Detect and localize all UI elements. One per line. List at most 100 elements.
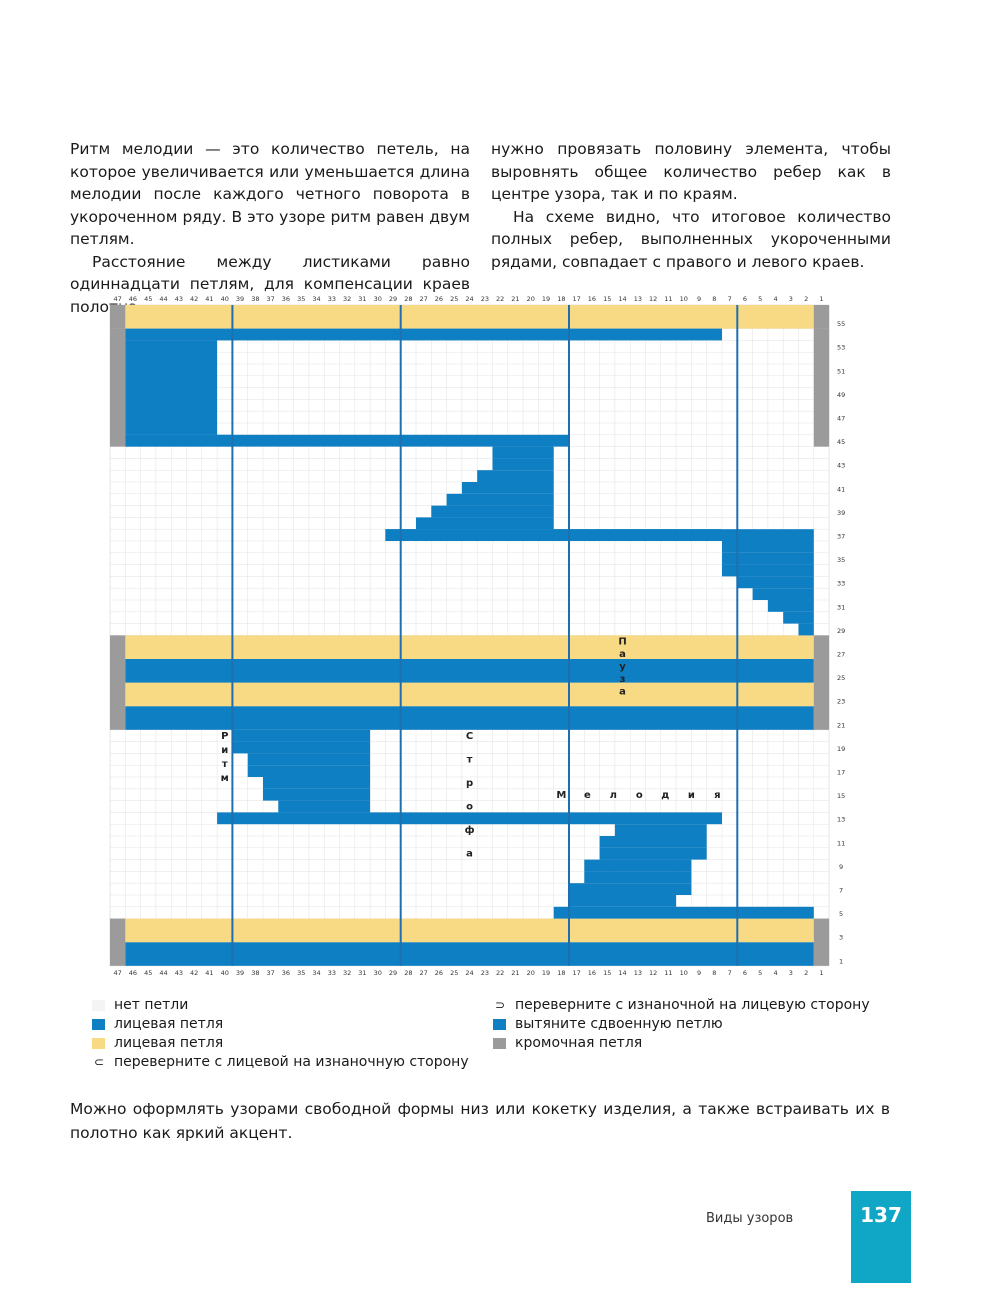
annotation-rhythm-letter: м <box>221 773 229 784</box>
column-label-top: 22 <box>496 295 504 303</box>
row-label-right: 19 <box>837 745 845 753</box>
legend-item: лицевая петля <box>92 1034 469 1053</box>
column-label-bottom: 12 <box>649 969 657 977</box>
column-label-top: 45 <box>144 295 152 303</box>
row-label-right: 7 <box>839 887 843 895</box>
column-label-bottom: 27 <box>420 969 428 977</box>
double-stitch-swatch <box>493 1019 506 1030</box>
column-label-top: 30 <box>374 295 382 303</box>
leaf-right-row <box>767 600 814 612</box>
footer-section-title: Виды узоров <box>706 1211 794 1226</box>
column-label-top: 20 <box>527 295 535 303</box>
annotation-strophe-letter: С <box>466 731 473 742</box>
annotation-melody-letter: М <box>556 790 566 801</box>
column-label-top: 27 <box>420 295 428 303</box>
row-label-right: 55 <box>837 320 845 328</box>
column-label-bottom: 35 <box>297 969 305 977</box>
leaf-right-row <box>722 541 814 553</box>
edge-stitch-column <box>813 918 830 966</box>
column-label-top: 29 <box>389 295 397 303</box>
leaf-lower-right-row <box>569 883 692 895</box>
band-row-5 <box>553 906 814 919</box>
column-label-top: 15 <box>603 295 611 303</box>
annotation-pause-letter: а <box>619 649 626 660</box>
annotation-strophe-letter: а <box>466 848 473 859</box>
leaf-lower-left-row <box>247 753 371 766</box>
row-label-right: 45 <box>837 438 845 446</box>
column-label-bottom: 31 <box>358 969 366 977</box>
blue-swatch <box>92 1019 105 1030</box>
leaf-center-row <box>492 446 554 459</box>
row-label-right: 5 <box>839 910 843 918</box>
leaf-lower-left-row <box>263 788 371 801</box>
row-label-right: 41 <box>837 485 845 493</box>
leaf-lower-left-row <box>247 765 371 777</box>
edge-stitch-column <box>110 328 126 447</box>
column-label-bottom: 16 <box>588 969 596 977</box>
band-yellow <box>125 305 814 329</box>
column-label-bottom: 14 <box>618 969 626 977</box>
column-label-bottom: 37 <box>267 969 275 977</box>
row-label-right: 31 <box>837 603 845 611</box>
annotation-melody-letter: и <box>688 790 695 801</box>
column-label-top: 40 <box>221 295 229 303</box>
edge-stitch-column <box>813 305 830 329</box>
leaf-right-row <box>798 623 814 636</box>
column-label-top: 25 <box>450 295 458 303</box>
column-label-top: 7 <box>728 295 732 303</box>
leaf-right-row <box>722 564 814 577</box>
right-text-column: нужно провязать половину элемента, чтобы… <box>491 138 891 273</box>
legend-item: нет петли <box>92 996 469 1015</box>
row-label-right: 35 <box>837 556 845 564</box>
column-label-top: 47 <box>114 295 122 303</box>
leaf-lower-right-row <box>614 824 707 836</box>
annotation-rhythm-letter: Р <box>221 731 228 742</box>
column-label-top: 34 <box>312 295 320 303</box>
column-label-bottom: 9 <box>697 969 701 977</box>
column-label-bottom: 6 <box>743 969 747 977</box>
annotation-strophe-letter: р <box>466 778 473 789</box>
column-label-bottom: 47 <box>114 969 122 977</box>
leaf-right-row <box>737 576 814 589</box>
row-label-right: 49 <box>837 391 845 399</box>
row-label-right: 29 <box>837 627 845 635</box>
column-label-bottom: 45 <box>144 969 152 977</box>
column-label-top: 3 <box>789 295 793 303</box>
column-label-bottom: 42 <box>190 969 198 977</box>
leaf-lower-right-row <box>584 871 692 884</box>
edge-stitch-column <box>110 918 126 966</box>
row-label-right: 37 <box>837 533 845 541</box>
column-label-top: 9 <box>697 295 701 303</box>
edge-stitch-column <box>110 635 126 730</box>
annotation-strophe-letter: ф <box>465 824 475 836</box>
row-label-right: 25 <box>837 674 845 682</box>
column-label-top: 46 <box>129 295 137 303</box>
leaf-lower-right-row <box>584 859 692 872</box>
legend-item: ⊂переверните с лицевой на изнаночную сто… <box>92 1053 469 1072</box>
column-label-top: 10 <box>680 295 688 303</box>
legend-label: переверните с изнаночной на лицевую стор… <box>515 997 870 1013</box>
column-label-top: 36 <box>282 295 290 303</box>
band-yellow <box>125 635 814 659</box>
page-number: 137 <box>860 1203 902 1227</box>
legend-right: ⊃переверните с изнаночной на лицевую сто… <box>493 996 870 1053</box>
column-label-bottom: 39 <box>236 969 244 977</box>
column-label-bottom: 30 <box>374 969 382 977</box>
band-row-45 <box>125 434 570 447</box>
leaf-center-row <box>446 493 554 506</box>
column-label-top: 28 <box>404 295 412 303</box>
page-number-tab: 137 <box>851 1191 911 1283</box>
leaf-lower-left-row <box>232 729 371 742</box>
row-label-right: 21 <box>837 721 845 729</box>
column-label-top: 13 <box>634 295 642 303</box>
column-label-top: 17 <box>573 295 581 303</box>
knitting-chart-svg: 4747464645454444434342424141404039393838… <box>98 295 846 977</box>
annotation-pause-letter: з <box>620 674 626 685</box>
band-blue <box>125 659 814 683</box>
column-label-bottom: 7 <box>728 969 732 977</box>
column-label-bottom: 11 <box>664 969 672 977</box>
column-label-bottom: 44 <box>159 969 167 977</box>
legend-label: нет петли <box>114 997 189 1013</box>
column-label-bottom: 29 <box>389 969 397 977</box>
leaf-lower-right-row <box>599 836 707 848</box>
